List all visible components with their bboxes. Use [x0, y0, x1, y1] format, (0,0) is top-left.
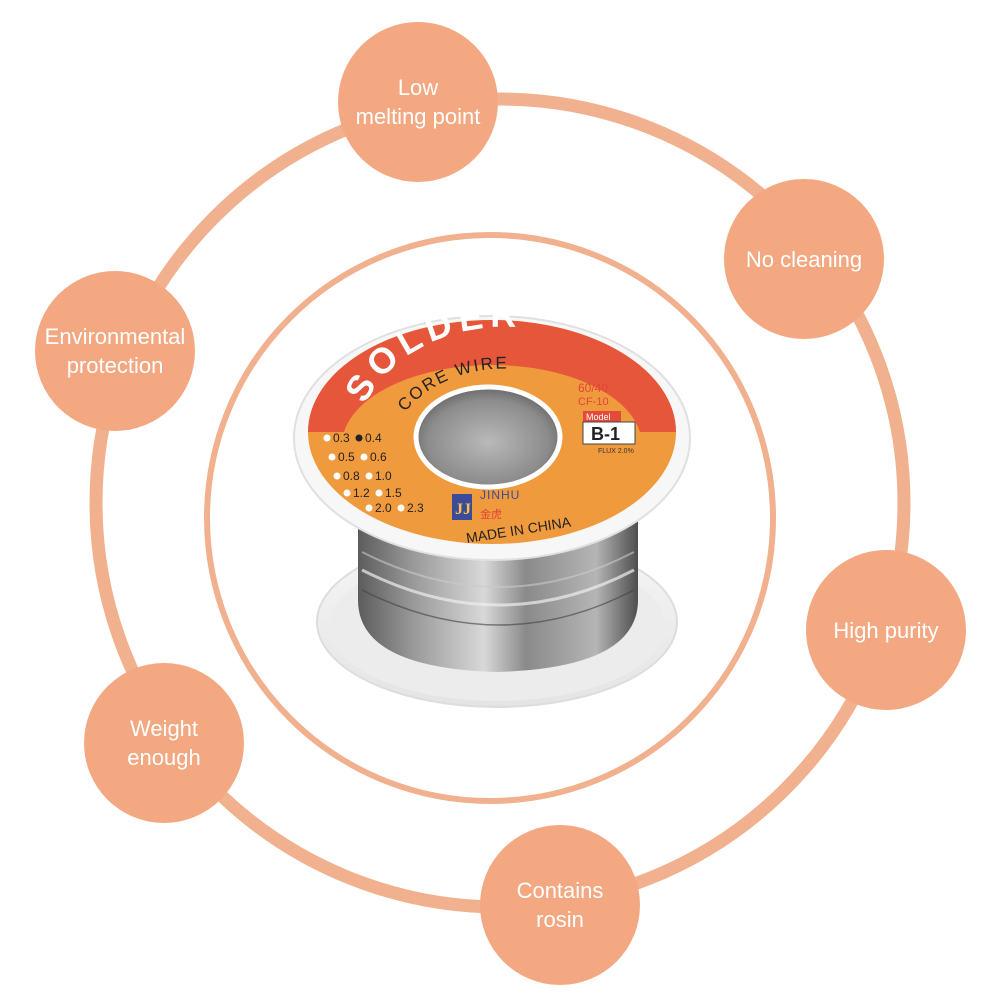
diameter-value: 1.0 [375, 469, 392, 483]
feature-label-line: rosin [536, 907, 584, 932]
diameter-dot [365, 504, 373, 512]
diameter-value: 0.5 [338, 450, 355, 464]
diameter-dot [343, 489, 351, 497]
feature-label-line: Weight [129, 716, 199, 741]
diameter-dot [333, 472, 341, 480]
diameter-dot [323, 434, 331, 442]
spool-center-hole [413, 384, 563, 490]
spool-brand: JINHU [480, 488, 520, 502]
feature-label-line: Low [397, 75, 439, 100]
feature-no-cleaning: No cleaning [724, 179, 884, 339]
feature-low-melting-point: Low melting point [338, 22, 498, 182]
spool-model-box [582, 421, 636, 445]
diameter-dot [360, 453, 368, 461]
feature-label-line: High purity [833, 617, 939, 643]
brand-logo [452, 494, 472, 520]
feature-weight-enough: Weight enough [84, 663, 244, 823]
diameter-value: 2.3 [407, 501, 424, 515]
solder-spool-image: SOLDER CORE WIRE 60/40 CF-10 Model B-1 F… [293, 294, 691, 708]
feature-high-purity: High purity [806, 550, 966, 710]
spool-flux-code: CF-10 [578, 396, 609, 408]
feature-label-line: melting point [355, 104, 481, 129]
inner-ring [204, 232, 776, 804]
diameter-value: 0.3 [333, 431, 350, 445]
diameter-list: 0.3 0.4 0.5 0.6 0.8 1.0 1.2 1.52.0 2.3 [323, 431, 424, 515]
feature-label-line: enough [127, 745, 201, 770]
spool-model: B-1 [591, 424, 620, 444]
feature-label-line: No cleaning [745, 246, 863, 272]
diameter-value: 0.4 [365, 431, 382, 445]
feature-label-line: Environmental [44, 324, 186, 349]
diameter-dot [375, 489, 383, 497]
diameter-dot [397, 504, 405, 512]
spool-model-label: Model [586, 412, 611, 422]
feature-label-line: protection [66, 353, 164, 378]
diameter-value: 0.6 [370, 450, 387, 464]
diameter-dot [365, 472, 373, 480]
feature-environmental-protection: Environmental protection [35, 271, 195, 431]
diameter-dot [328, 453, 336, 461]
diameter-value: 2.0 [375, 501, 392, 515]
diameter-value: 1.2 [353, 486, 370, 500]
spool-flux: FLUX 2.0% [598, 448, 634, 455]
brand-logo-text: JJ [455, 501, 471, 518]
diameter-value: 1.5 [385, 486, 402, 500]
spool-brand-cn: 金虎 [480, 507, 502, 521]
feature-label-line: Contains [516, 878, 604, 903]
diameter-dot [355, 434, 363, 442]
diameter-value: 0.8 [343, 469, 360, 483]
feature-contains-rosin: Contains rosin [480, 825, 640, 985]
spool-alloy: 60/40 [578, 381, 608, 395]
